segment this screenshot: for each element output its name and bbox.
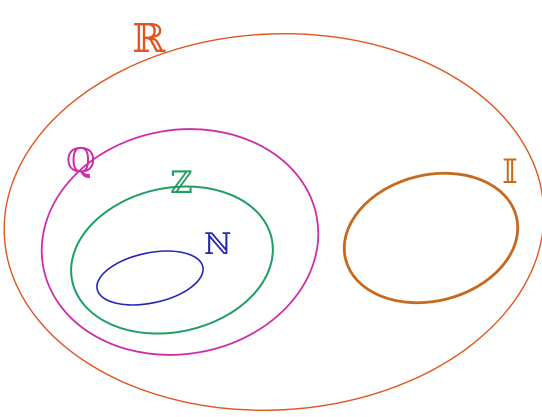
integers-boundary	[70, 185, 274, 335]
naturals-boundary	[96, 250, 204, 306]
reals-label: ℝ	[132, 16, 166, 62]
naturals-label: ℕ	[204, 227, 231, 262]
integers-label: ℤ	[170, 165, 193, 201]
rationals-label: ℚ	[66, 141, 96, 181]
reals-boundary	[3, 33, 542, 411]
irrationals-label: 𝕀	[502, 152, 518, 192]
irrationals-boundary	[342, 171, 520, 305]
rationals-boundary	[40, 128, 320, 356]
